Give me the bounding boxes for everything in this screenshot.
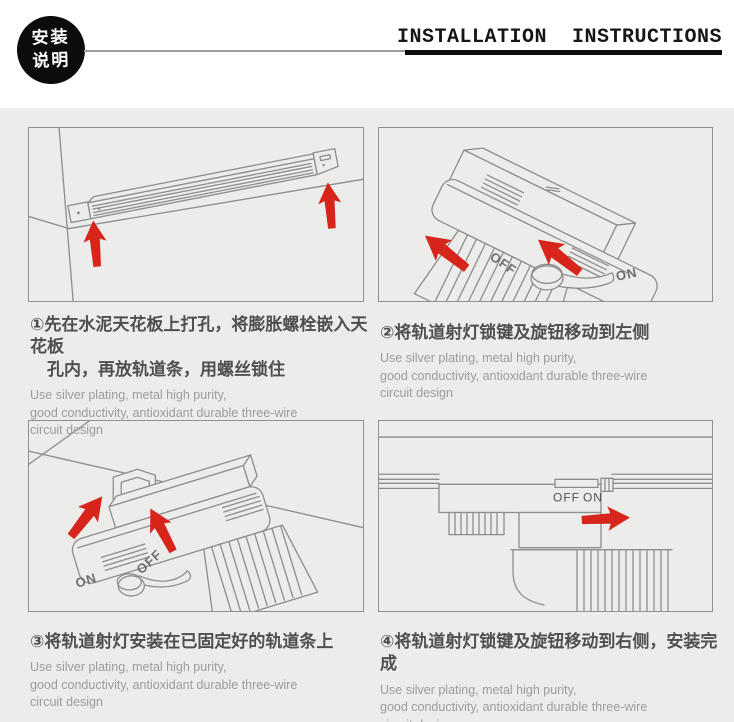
step-2-illustration: OFF ON: [413, 147, 658, 301]
track-side-view: [379, 436, 712, 490]
red-arrow-up-icon: [81, 219, 109, 268]
red-arrow-up-icon: [316, 181, 344, 230]
track-adapter: [71, 454, 319, 611]
install-badge-label: 安装 说明: [31, 27, 71, 71]
step-1-caption-zh: ①先在水泥天花板上打孔，将膨胀螺栓嵌入天花板 孔内，再放轨道条，用螺丝锁住: [30, 315, 368, 380]
step-2-panel: OFF ON: [378, 127, 713, 302]
step-3-panel: ON OFF: [28, 420, 364, 612]
step-3-caption-zh: ③将轨道射灯安装在已固定好的轨道条上: [30, 632, 334, 652]
step-2-caption-zh: ②将轨道射灯锁键及旋钮移动到左侧: [380, 323, 650, 343]
install-badge: 安装 说明: [15, 14, 87, 86]
switch-lever: [530, 263, 615, 291]
ceiling-corner: [29, 128, 363, 301]
title-underline: [405, 50, 722, 55]
step-4-illustration: OFF ON: [379, 436, 712, 611]
step-4-caption-zh: ④将轨道射灯锁键及旋钮移动到右侧，安装完成: [380, 632, 718, 675]
mounted-adapter: [438, 477, 614, 549]
off-label: OFF: [553, 490, 580, 504]
page-title: INSTALLATION INSTRUCTIONS: [396, 26, 722, 49]
track-bar: [67, 147, 339, 224]
step-2-caption: ②将轨道射灯锁键及旋钮移动到左侧 Use silver plating, met…: [380, 322, 728, 403]
lamp-body: [510, 549, 673, 611]
on-label: ON: [74, 570, 99, 591]
step-1-caption-en: Use silver plating, metal high purity, g…: [30, 388, 298, 438]
step-3-illustration: ON OFF: [29, 421, 363, 611]
switch-lever: [116, 570, 192, 597]
step-4-caption: ④将轨道射灯锁键及旋钮移动到右侧，安装完成 Use silver plating…: [380, 631, 728, 722]
step-4-caption-en: Use silver plating, metal high purity, g…: [380, 682, 648, 722]
step-4-panel: OFF ON: [378, 420, 713, 612]
step-3-caption: ③将轨道射灯安装在已固定好的轨道条上 Use silver plating, m…: [30, 631, 372, 712]
step-1-caption: ①先在水泥天花板上打孔，将膨胀螺栓嵌入天花板 孔内，再放轨道条，用螺丝锁住 Us…: [30, 314, 372, 440]
header-divider-line: [84, 50, 406, 52]
on-label: ON: [583, 490, 603, 504]
step-1-illustration: [29, 128, 363, 301]
on-label: ON: [615, 265, 639, 284]
step-2-caption-en: Use silver plating, metal high purity, g…: [380, 351, 648, 401]
step-1-panel: [28, 127, 364, 302]
step-3-caption-en: Use silver plating, metal high purity, g…: [30, 660, 298, 710]
